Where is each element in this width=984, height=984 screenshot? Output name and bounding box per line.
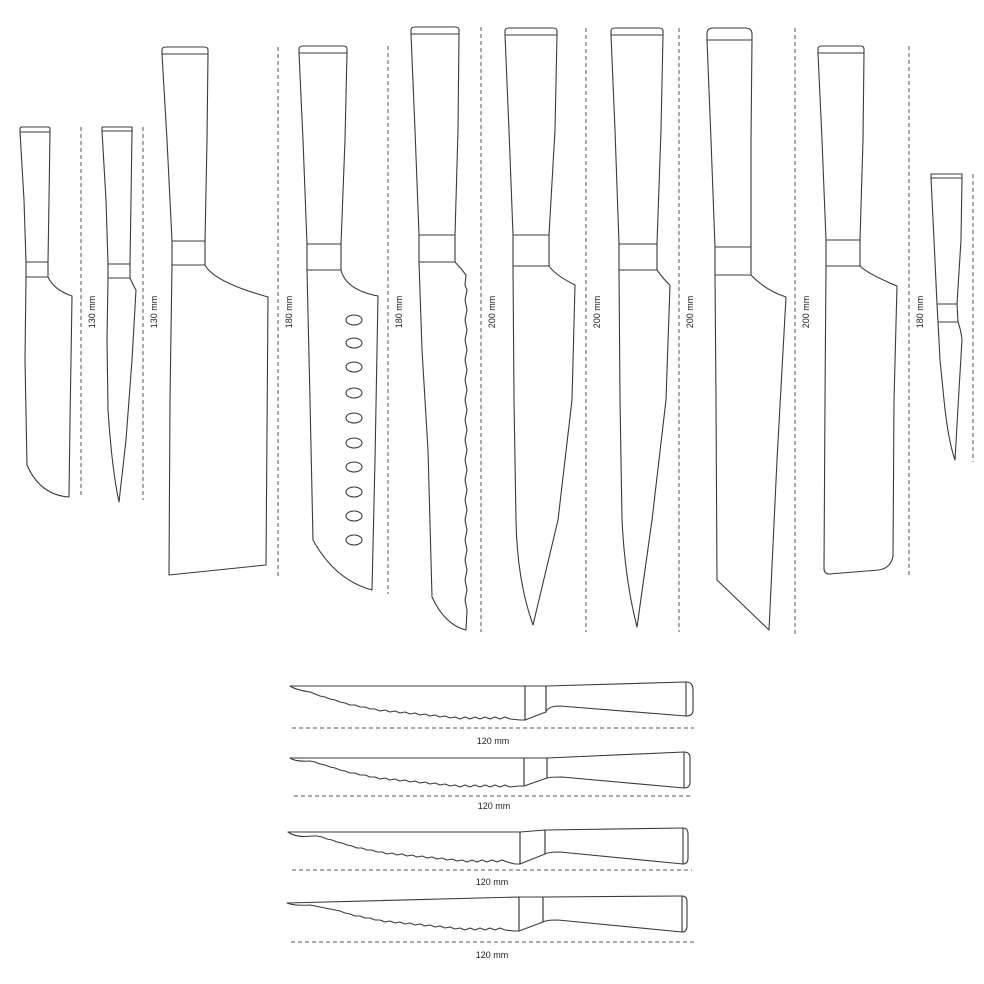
knife-nakiri: 180 mm (817, 45, 925, 578)
dimension-label: 200 mm (685, 296, 695, 329)
dimension-label: 200 mm (487, 296, 497, 329)
knife-bread: 200 mm (410, 26, 497, 632)
knife-utility-1: 130 mm (19, 126, 97, 498)
dimension-label: 180 mm (915, 296, 925, 329)
knife-cleaver: 180 mm (161, 46, 294, 578)
dimension-label: 200 mm (801, 296, 811, 329)
dimension-label: 180 mm (284, 296, 294, 329)
knife-kiritsuke: 200 mm (706, 27, 811, 634)
dimension-label: 120 mm (477, 736, 510, 746)
dimension-label: 130 mm (87, 296, 97, 329)
steak-knife-3: 120 mm (287, 827, 692, 887)
dimension-label: 120 mm (476, 950, 509, 960)
knife-slicing: 200 mm (610, 27, 695, 632)
dimension-label: 180 mm (394, 296, 404, 329)
dimension-label: 200 mm (592, 296, 602, 329)
knife-santoku: 180 mm (298, 45, 404, 594)
steak-knife-1: 120 mm (289, 681, 694, 746)
dimension-label: 130 mm (149, 296, 159, 329)
steak-knife-2: 120 mm (289, 751, 692, 811)
knife-paring-2 (930, 173, 974, 462)
dimension-label: 120 mm (478, 801, 511, 811)
knife-chef-1: 200 mm (504, 27, 602, 632)
knife-paring-1: 130 mm (101, 126, 159, 503)
steak-knife-4: 120 mm (286, 895, 694, 960)
dimension-label: 120 mm (476, 877, 509, 887)
granton-dimples (345, 314, 363, 546)
